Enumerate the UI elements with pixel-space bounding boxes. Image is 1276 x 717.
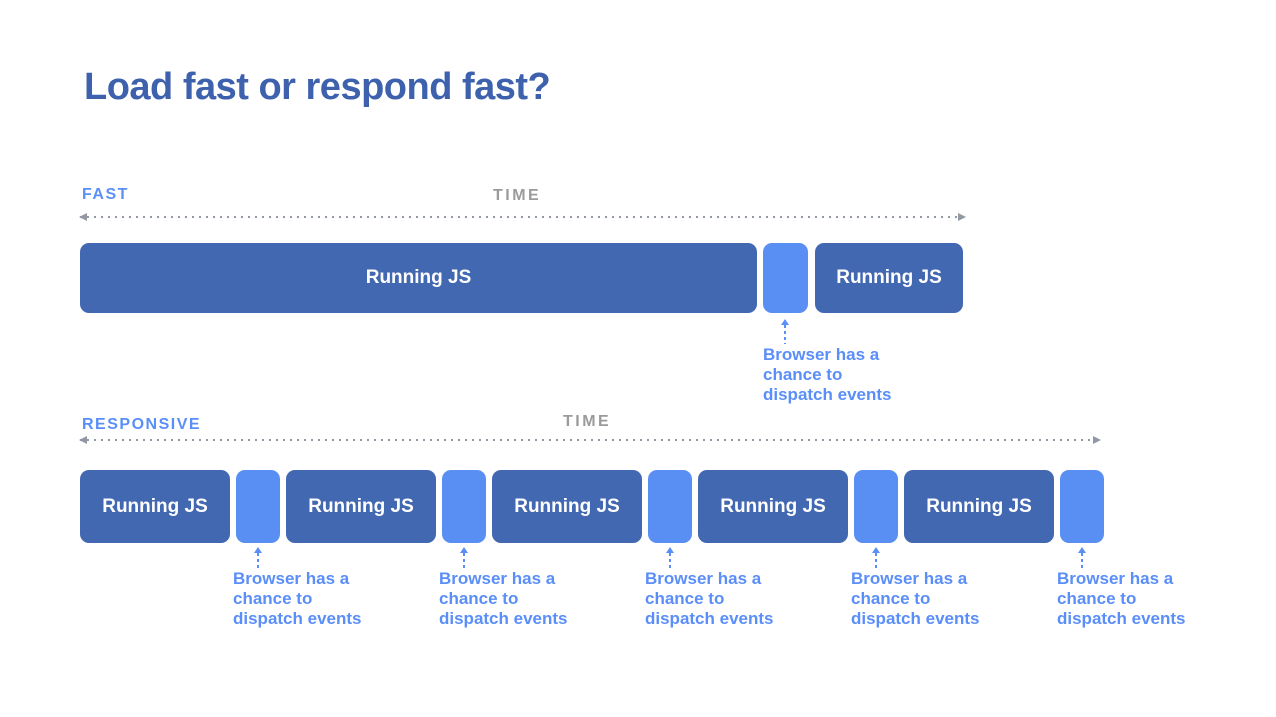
responsive-time-axis [79, 436, 1101, 444]
fast-bars-row: Running JS Running JS [80, 243, 963, 313]
fast-time-axis [79, 213, 966, 221]
running-js-bar: Running JS [80, 470, 230, 543]
running-js-bar: Running JS [286, 470, 436, 543]
dotted-up-arrow-icon [781, 319, 789, 344]
responsive-annotation: Browser has a chance to dispatch events [1057, 569, 1186, 628]
responsive-section-label: RESPONSIVE [82, 416, 202, 433]
responsive-annotation: Browser has a chance to dispatch events [645, 569, 774, 628]
browser-idle-block [648, 470, 692, 543]
running-js-bar: Running JS [698, 470, 848, 543]
running-js-bar: Running JS [492, 470, 642, 543]
browser-idle-block [1060, 470, 1104, 543]
dotted-up-arrow-icon [872, 547, 880, 568]
responsive-annotation: Browser has a chance to dispatch events [851, 569, 980, 628]
fast-time-label: TIME [493, 187, 542, 204]
responsive-annotation: Browser has a chance to dispatch events [439, 569, 568, 628]
axis-right-arrow-icon [958, 213, 966, 221]
responsive-time-label: TIME [563, 413, 612, 430]
fast-section-label: FAST [82, 186, 129, 203]
browser-idle-block [854, 470, 898, 543]
dotted-up-arrow-icon [1078, 547, 1086, 568]
running-js-bar: Running JS [80, 243, 757, 313]
dotted-up-arrow-icon [460, 547, 468, 568]
axis-left-arrow-icon [79, 213, 87, 221]
running-js-bar: Running JS [815, 243, 963, 313]
responsive-annotation: Browser has a chance to dispatch events [233, 569, 362, 628]
page-title: Load fast or respond fast? [84, 66, 551, 108]
browser-idle-block [236, 470, 280, 543]
browser-idle-block [442, 470, 486, 543]
running-js-bar: Running JS [904, 470, 1054, 543]
dotted-up-arrow-icon [666, 547, 674, 568]
axis-left-arrow-icon [79, 436, 87, 444]
responsive-bars-row: Running JS Running JS Running JS Running… [80, 470, 1104, 543]
browser-idle-block [763, 243, 808, 313]
fast-annotation: Browser has a chance to dispatch events [763, 345, 892, 404]
dotted-up-arrow-icon [254, 547, 262, 568]
axis-right-arrow-icon [1093, 436, 1101, 444]
